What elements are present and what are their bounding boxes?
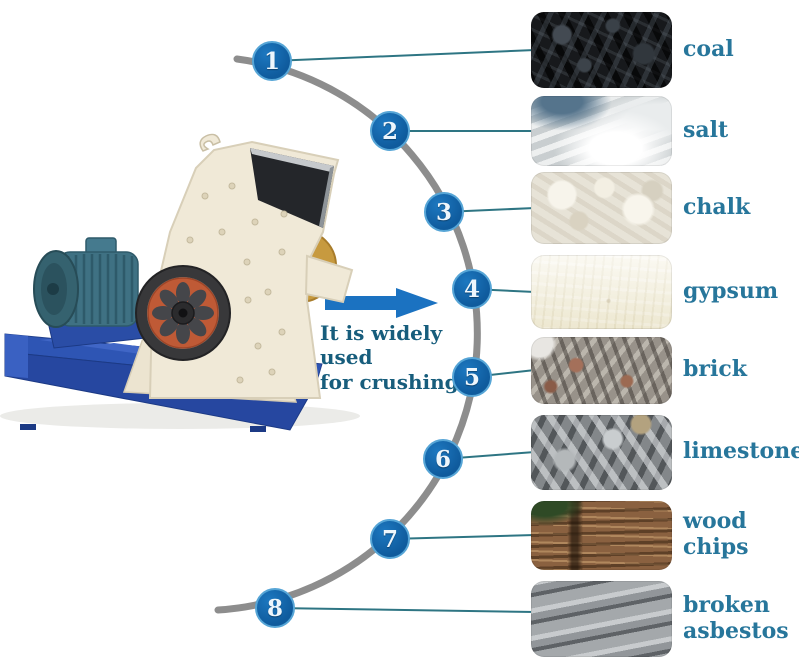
lifting-hook xyxy=(199,133,221,152)
step-marker-2: 2 xyxy=(370,111,410,151)
material-image-salt xyxy=(531,96,672,166)
hopper-opening xyxy=(250,148,334,228)
step-marker-4: 4 xyxy=(452,269,492,309)
material-image-broken-asbestos xyxy=(531,581,672,657)
step-marker-1: 1 xyxy=(252,41,292,81)
machine-illustration xyxy=(0,133,360,432)
material-image-limestone xyxy=(531,415,672,490)
material-image-wood-chips xyxy=(531,501,672,570)
material-label-broken-asbestos: broken asbestos xyxy=(683,592,789,645)
step-marker-3: 3 xyxy=(424,192,464,232)
caption-text: It is widely used for crushing xyxy=(320,321,459,394)
connector-line-7 xyxy=(389,534,536,540)
side-bracket xyxy=(304,254,354,304)
material-image-coal xyxy=(531,12,672,88)
connector-line-8 xyxy=(274,607,536,613)
step-marker-7: 7 xyxy=(370,519,410,559)
material-image-chalk xyxy=(531,172,672,244)
connector-line-1 xyxy=(271,49,536,62)
material-label-wood-chips: wood chips xyxy=(683,508,749,561)
material-label-chalk: chalk xyxy=(683,194,751,220)
spoke-windows xyxy=(152,282,214,344)
material-label-limestone: limestone xyxy=(683,438,799,464)
material-label-brick: brick xyxy=(683,356,747,382)
flywheel xyxy=(135,265,231,361)
motor xyxy=(33,237,147,349)
bolts xyxy=(186,182,288,384)
step-marker-8: 8 xyxy=(255,588,295,628)
step-marker-5: 5 xyxy=(452,357,492,397)
right-arrow-icon xyxy=(325,288,438,318)
arc-guide xyxy=(214,55,481,614)
material-label-coal: coal xyxy=(683,36,734,62)
material-label-gypsum: gypsum xyxy=(683,278,779,304)
step-marker-6: 6 xyxy=(423,439,463,479)
material-image-brick xyxy=(531,337,672,404)
material-image-gypsum xyxy=(531,255,672,329)
material-label-salt: salt xyxy=(683,117,729,143)
